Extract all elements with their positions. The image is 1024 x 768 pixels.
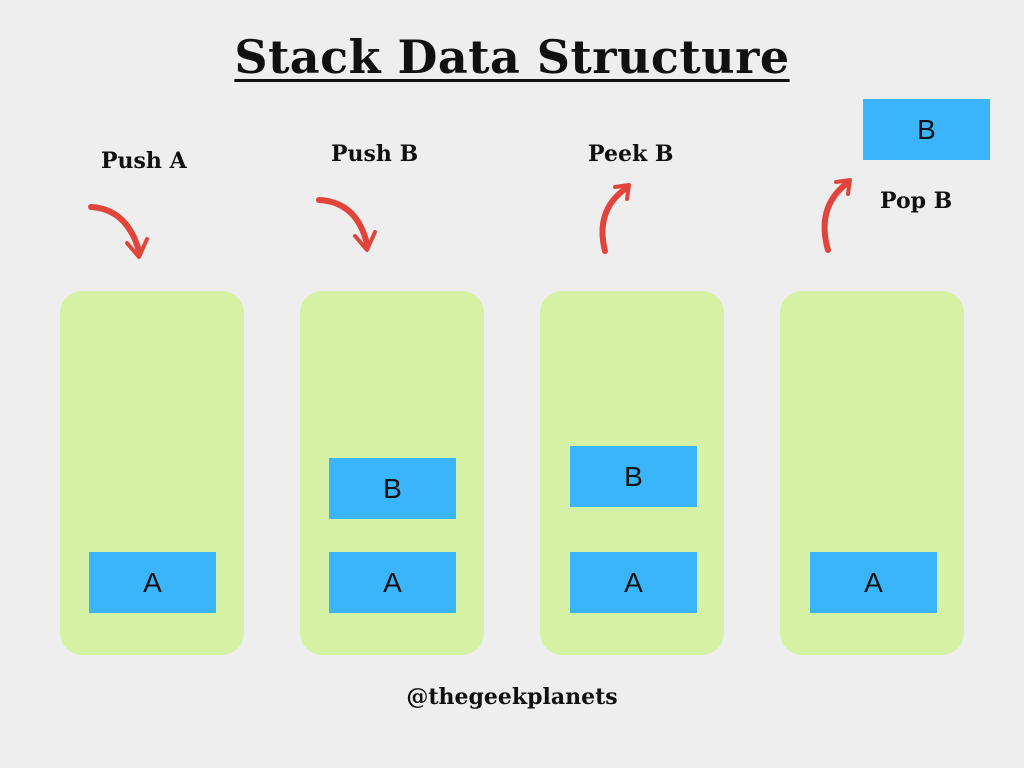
page-title: Stack Data Structure	[234, 30, 790, 84]
curved-arrow-up-icon	[821, 178, 852, 253]
op-label-peek-b: Peek B	[588, 141, 674, 167]
op-label-push-a: Push A	[101, 148, 187, 174]
stack-block-b: B	[570, 446, 697, 507]
stack-block-a: A	[810, 552, 937, 613]
curved-arrow-down-icon	[316, 197, 377, 252]
stack-block-b: B	[329, 458, 456, 519]
stack-block-a: A	[329, 552, 456, 613]
stack-pop-b: A	[780, 291, 964, 655]
footer-handle: @thegeekplanets	[406, 684, 618, 710]
stack-peek-b: B A	[540, 291, 724, 655]
curved-arrow-down-icon	[88, 204, 149, 259]
curved-arrow-up-icon	[599, 183, 631, 254]
popped-block-b: B	[863, 99, 990, 160]
op-label-pop-b: Pop B	[880, 188, 953, 214]
stack-push-a: A	[60, 291, 244, 655]
stack-block-a: A	[89, 552, 216, 613]
stack-push-b: B A	[300, 291, 484, 655]
stack-block-a: A	[570, 552, 697, 613]
op-label-push-b: Push B	[331, 141, 419, 167]
